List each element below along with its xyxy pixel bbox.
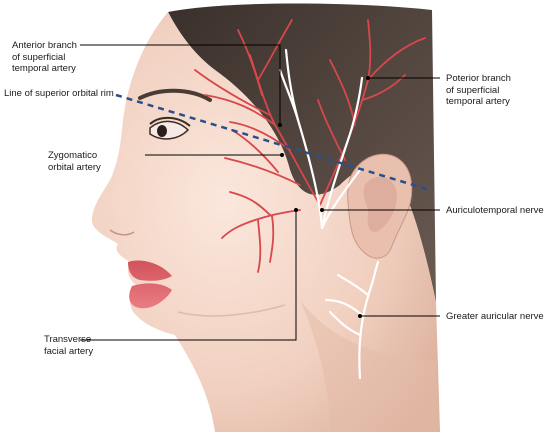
lips <box>128 260 172 309</box>
label-zygomatico-orbital: Zygomatico orbital artery <box>48 150 101 173</box>
label-auriculotemporal: Auriculotemporal nerve <box>446 205 544 217</box>
eyebrow <box>138 88 212 102</box>
label-line: Transverse <box>44 334 92 345</box>
label-transverse-facial: Transverse facial artery <box>44 334 93 357</box>
label-line: orbital artery <box>48 161 101 173</box>
label-line: Anterior branch <box>12 40 77 51</box>
label-posterior-branch: Poterior branch of superficial temporal … <box>446 73 511 108</box>
nostril <box>109 229 135 236</box>
label-line: temporal artery <box>446 96 510 107</box>
leader-dots <box>278 76 370 318</box>
label-line: Line of superior orbital rim <box>4 88 114 99</box>
neck-shading <box>300 300 440 432</box>
ear-inner <box>363 176 397 233</box>
label-line: Greater auricular nerve <box>446 311 544 322</box>
face <box>92 12 440 432</box>
label-superior-orbital-rim: Line of superior orbital rim <box>4 88 114 100</box>
jaw-line <box>177 304 286 317</box>
label-anterior-branch: Anterior branch of superficial temporal … <box>12 40 77 75</box>
nerves <box>278 48 380 380</box>
label-line: Auriculotemporal nerve <box>446 205 544 216</box>
leader-lines <box>80 44 440 341</box>
label-line: of superficial <box>12 51 66 63</box>
label-line: Poterior branch <box>446 73 511 84</box>
label-line: temporal artery <box>12 63 76 74</box>
label-line: of superficial <box>446 84 500 96</box>
label-greater-auricular: Greater auricular nerve <box>446 311 544 323</box>
label-line: facial artery <box>44 345 94 357</box>
label-line: Zygomatico <box>48 150 98 161</box>
